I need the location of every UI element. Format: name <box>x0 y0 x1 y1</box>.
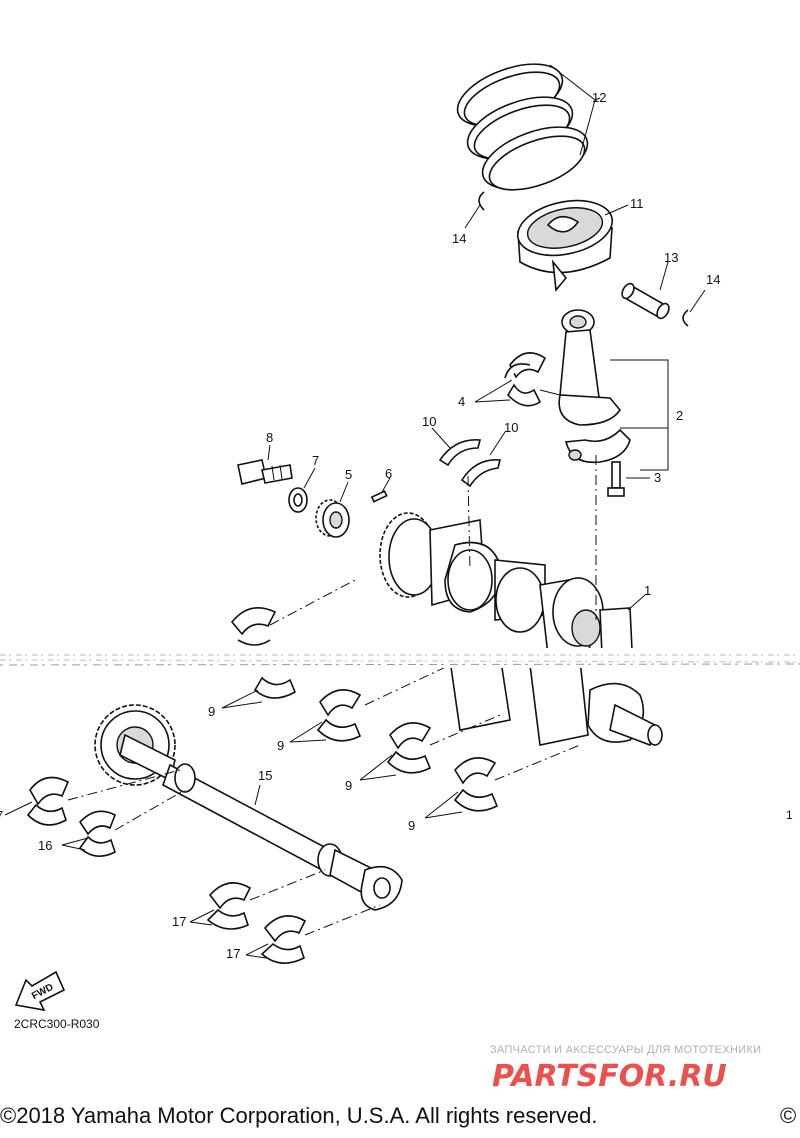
callout-3: 3 <box>654 470 661 485</box>
watermark-logo: PARTSFOR.RU <box>492 1059 727 1092</box>
callout-17-c: 7 <box>0 808 3 823</box>
callout-2: 2 <box>676 408 683 423</box>
callout-9-d: 9 <box>408 818 415 833</box>
callout-9-c: 9 <box>345 778 352 793</box>
balancer-bearing-17a[interactable] <box>206 882 252 930</box>
callout-17-a: 17 <box>172 914 186 929</box>
balancer-shaft[interactable] <box>162 763 403 911</box>
callout-1: 1 <box>644 583 651 598</box>
callout-9-b: 9 <box>277 738 284 753</box>
piston[interactable] <box>513 193 618 292</box>
rod-bearing-lower[interactable] <box>507 383 542 407</box>
main-bearing-1[interactable] <box>230 606 277 646</box>
rod-bearing-upper[interactable] <box>504 352 547 379</box>
callout-10-right: 10 <box>504 420 518 435</box>
main-bearing-2[interactable] <box>253 676 297 699</box>
balancer-gear[interactable] <box>94 704 176 786</box>
callout-7: 7 <box>312 453 319 468</box>
callout-6: 6 <box>385 466 392 481</box>
main-bearing-5[interactable] <box>453 757 499 812</box>
callout-17-b: 17 <box>226 946 240 961</box>
copyright-symbol: © <box>780 1103 797 1128</box>
crank-gear[interactable] <box>315 499 350 538</box>
circlip-right[interactable] <box>682 309 689 327</box>
watermark-subtitle: ЗАПЧАСТИ И АКСЕССУАРЫ ДЛЯ МОТОТЕХНИКИ <box>490 1044 762 1056</box>
callout-11: 11 <box>630 196 644 211</box>
piston-rings[interactable] <box>449 52 595 201</box>
callout-12: 12 <box>592 90 606 105</box>
callout-14-right: 14 <box>706 272 720 287</box>
callout-13: 13 <box>664 250 678 265</box>
side-callout: 1 <box>786 808 793 822</box>
callout-15: 15 <box>258 768 272 783</box>
thrust-bearing-right[interactable] <box>460 459 502 488</box>
copyright-text: ©2018 Yamaha Motor Corporation, U.S.A. A… <box>0 1103 598 1128</box>
connecting-rod-cap[interactable] <box>564 428 631 464</box>
diagram-code: 2CRC300-R030 <box>14 1017 100 1031</box>
callout-8: 8 <box>266 430 273 445</box>
crank-stud[interactable] <box>237 459 293 485</box>
callout-14-left: 14 <box>452 231 466 246</box>
woodruff-key[interactable] <box>370 490 388 503</box>
connecting-rod[interactable] <box>558 309 621 426</box>
callout-9-a: 9 <box>208 704 215 719</box>
balancer-bearing-16a[interactable] <box>26 776 70 826</box>
callout-4: 4 <box>458 394 465 409</box>
callout-10-left: 10 <box>422 414 436 429</box>
piston-pin[interactable] <box>620 282 672 321</box>
callout-16: 16 <box>38 838 52 853</box>
circlip-left[interactable] <box>478 191 485 211</box>
watermark-logo-text: PARTSFOR.RU <box>492 1059 727 1092</box>
main-bearing-3[interactable] <box>316 689 362 742</box>
balancer-bearing-17b[interactable] <box>260 915 307 964</box>
rod-bolt[interactable] <box>607 461 625 497</box>
scan-noise-band <box>0 648 800 668</box>
fwd-arrow-icon: FWD <box>14 970 66 1012</box>
crankshaft[interactable] <box>379 512 663 747</box>
balancer-bearing-16b[interactable] <box>78 810 117 857</box>
callout-5: 5 <box>345 467 352 482</box>
washer[interactable] <box>288 487 308 513</box>
main-bearing-4[interactable] <box>386 722 432 774</box>
thrust-bearing-left[interactable] <box>438 439 482 467</box>
